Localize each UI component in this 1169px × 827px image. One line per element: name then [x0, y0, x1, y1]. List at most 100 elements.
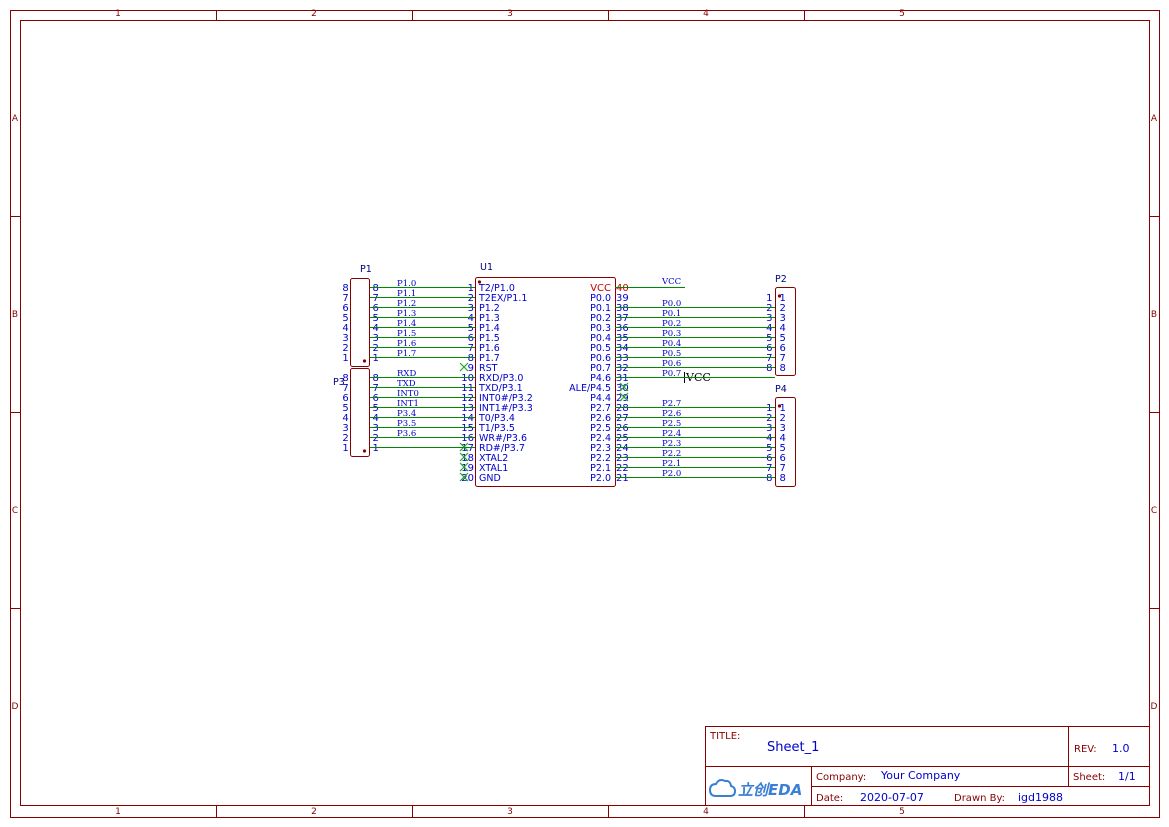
connector-pin-label: 7	[342, 383, 348, 394]
u1-pin-number: 31	[616, 373, 629, 384]
u1-pin-name: P1.7	[479, 353, 500, 364]
connector-pin-label: 1	[780, 403, 786, 414]
u1-pin-number: 21	[616, 473, 629, 484]
connector-pin-number: 7	[766, 353, 772, 364]
connector-pin-label: 2	[342, 433, 348, 444]
u1-pin-name: XTAL2	[479, 453, 508, 464]
frame-row-label: C	[1151, 506, 1157, 516]
net-label: VCC	[661, 277, 681, 287]
connector-pin-number: 5	[766, 333, 772, 344]
connector-pin-label: 3	[780, 313, 786, 324]
connector-pin-label: 1	[342, 353, 348, 364]
p1-body	[350, 278, 370, 367]
u1-pin-name: P2.5	[590, 423, 611, 434]
connector-pin-label: 7	[342, 293, 348, 304]
connector-pin-label: 3	[780, 423, 786, 434]
connector-pin-number: 5	[766, 443, 772, 454]
u1-pin-name: INT1#/P3.3	[479, 403, 533, 414]
u1-pin-name: P2.6	[590, 413, 611, 424]
u1-pin-name: T2/P1.0	[478, 283, 515, 294]
connector-pin-number: 8	[766, 473, 772, 484]
u1-pin-number: 28	[616, 403, 629, 414]
connector-pin-number: 1	[373, 353, 379, 364]
connector-pin-number: 3	[373, 333, 379, 344]
cloud-icon	[708, 779, 737, 797]
connector-pin-label: 2	[780, 413, 786, 424]
u1-pin-number: 8	[468, 353, 474, 364]
u1-pin-number: 7	[468, 343, 474, 354]
net-label: P0.0	[662, 299, 681, 309]
connector-pin-label: 7	[780, 463, 786, 474]
connector-pin-label: 3	[342, 423, 348, 434]
u1-pin-name: WR#/P3.6	[479, 433, 527, 444]
u1-pin-number: 6	[468, 333, 474, 344]
connector-pin-number: 2	[373, 343, 379, 354]
company-value: Your Company	[880, 769, 961, 782]
p3-body	[350, 368, 370, 457]
net-label: P1.3	[397, 309, 416, 319]
u1-pin-name: P4.6	[590, 373, 611, 384]
net-label: P1.0	[397, 279, 416, 289]
frame-row-label: B	[12, 310, 18, 320]
u1-pin-name: P0.4	[590, 333, 611, 344]
rev-label: REV:	[1074, 744, 1097, 755]
u1-pin-number: 25	[616, 433, 629, 444]
net-label: RXD	[397, 369, 416, 379]
u1-pin-name: P0.0	[590, 293, 611, 304]
title-block: TITLE: Sheet_1 REV: 1.0 Company: Your Co…	[705, 726, 1150, 806]
u1-pin-number: 13	[461, 403, 474, 414]
lceda-logo: 立创EDA	[708, 779, 802, 799]
net-label: P1.5	[397, 329, 416, 339]
net-label: TXD	[397, 379, 416, 389]
u1-pin-name: P2.3	[590, 443, 611, 454]
net-label: P0.1	[662, 309, 681, 319]
u1-pin-name: P1.6	[479, 343, 500, 354]
u1-right-pins: 40VCC39P0.038P0.137P0.236P0.335P0.434P0.…	[569, 283, 629, 484]
net-label: P2.5	[662, 419, 681, 429]
drawn-by-value: igd1988	[1018, 791, 1063, 804]
connector-pin-label: 5	[780, 443, 786, 454]
connector-pin-number: 1	[373, 443, 379, 454]
u1-pin-number: 24	[616, 443, 629, 454]
u1-pin-name: P0.1	[590, 303, 611, 314]
frame-col-label: 5	[899, 9, 905, 19]
u1-pin-name: P1.3	[479, 313, 500, 324]
company-label: Company:	[816, 772, 866, 783]
noconnect-mark	[619, 392, 629, 402]
net-label: P1.2	[397, 299, 416, 309]
net-label: P2.0	[662, 469, 681, 479]
connector-pin-number: 3	[766, 313, 772, 324]
connector-pin-label: 4	[342, 413, 348, 424]
u1-pin-number: 12	[461, 393, 474, 404]
connector-pin-label: 6	[780, 453, 786, 464]
frame-col-label: 1	[115, 9, 121, 19]
frame-col-label: 5	[899, 807, 905, 817]
connector-pin-number: 8	[373, 373, 379, 384]
sheet-label: Sheet:	[1073, 772, 1105, 783]
connector-pin-label: 6	[342, 303, 348, 314]
u1-pin-number: 17	[461, 443, 474, 454]
net-label: P3.6	[397, 429, 416, 439]
connector-pin-number: 4	[373, 323, 379, 334]
net-label: P1.6	[397, 339, 416, 349]
frame-row-label: C	[12, 506, 18, 516]
u1-pin-name: P1.2	[479, 303, 500, 314]
noconnect-mark	[459, 362, 469, 372]
connector-pin1-marker	[777, 294, 782, 298]
inner-frame	[20, 20, 1150, 806]
frame-row-label: D	[12, 702, 19, 712]
connector-pin-label: 4	[342, 323, 348, 334]
u1-pin-number: 18	[461, 453, 474, 464]
u1-pin-name: RD#/P3.7	[479, 443, 525, 454]
u1-body[interactable]	[475, 277, 616, 487]
noconnect-mark	[459, 452, 469, 462]
noconnect-mark	[459, 462, 469, 472]
connector-pin-label: 5	[342, 313, 348, 324]
connector-pin-number: 4	[373, 413, 379, 424]
u1-pin-number: 2	[468, 293, 474, 304]
